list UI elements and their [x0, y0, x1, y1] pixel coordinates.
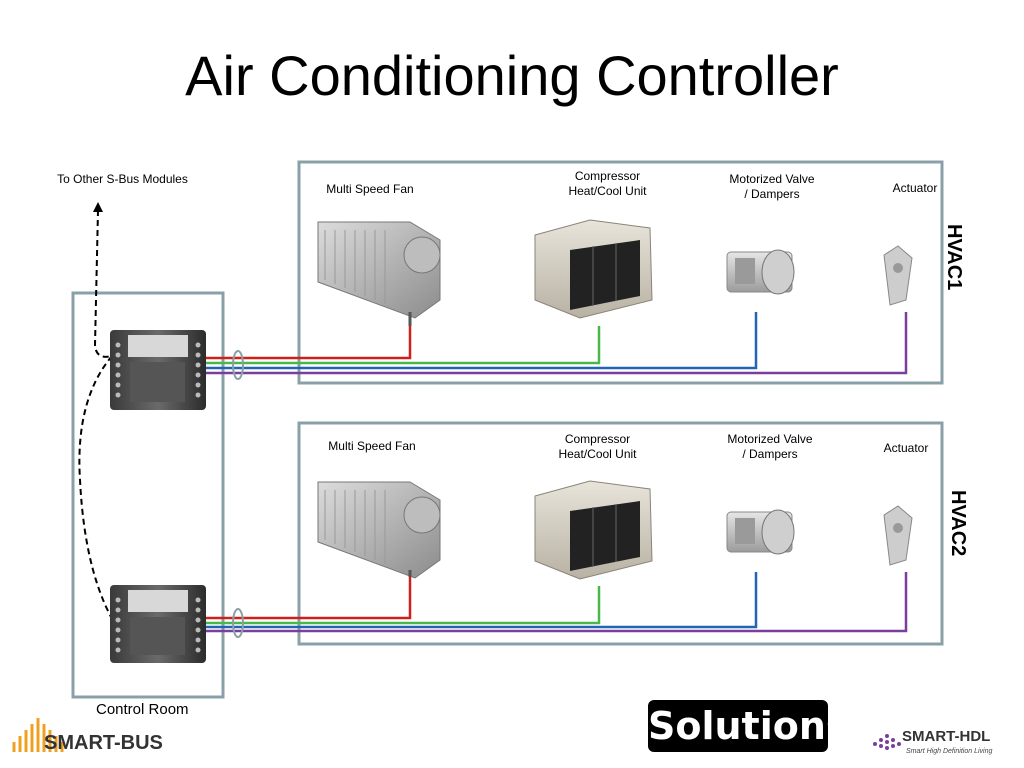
hvac2-actuator-label: Actuator	[883, 441, 929, 455]
hvac2-frame	[297, 421, 944, 646]
hvac1-label: HVAC1	[943, 224, 965, 291]
smart-bus-logo-text: SMART-BUS	[44, 732, 163, 754]
control-room-label: Control Room	[96, 701, 189, 718]
hvac1-fan-label: Multi Speed Fan	[326, 182, 414, 196]
hvac2-label: HVAC2	[947, 490, 969, 557]
smart-bus-logo: SMART-BUS	[8, 708, 198, 758]
valve-unit-1	[726, 249, 795, 295]
sbus-dashed-line	[78, 209, 128, 633]
page-title: Air Conditioning Controller	[185, 44, 839, 107]
smart-bus-logo-icon	[12, 718, 64, 752]
hvac1-actuator-label: Actuator	[892, 181, 938, 195]
smart-hdl-logo-text: SMART-HDL	[902, 728, 991, 745]
fan-unit-2	[317, 481, 441, 579]
actuator-unit-2	[883, 505, 913, 566]
hvac1-wires	[206, 312, 908, 380]
control-room-frame	[71, 291, 225, 699]
controller-module-2	[110, 585, 206, 663]
solutions-badge: Solutions	[648, 700, 849, 752]
actuator-unit-1	[883, 245, 913, 306]
controller-module-1	[110, 330, 206, 410]
compressor-unit-1	[534, 219, 653, 319]
smart-hdl-logo: SMART-HDL Smart High Definition Living	[872, 724, 1020, 764]
hvac2-wires	[206, 572, 908, 638]
sbus-label: To Other S-Bus Modules	[57, 172, 188, 186]
hvac1-frame	[297, 160, 944, 385]
hvac2-valve-label: Motorized Valve/ Dampers	[727, 432, 813, 461]
valve-unit-2	[726, 509, 795, 555]
sbus-arrow-icon	[93, 202, 103, 212]
hvac1-valve-label: Motorized Valve/ Dampers	[729, 172, 815, 201]
smart-hdl-dots-icon	[873, 734, 901, 750]
cable-clamp	[232, 350, 244, 380]
fan-unit-1	[317, 221, 441, 326]
hvac2-fan-label: Multi Speed Fan	[328, 439, 416, 453]
compressor-unit-2	[534, 480, 653, 580]
smart-hdl-tagline: Smart High Definition Living	[906, 748, 993, 755]
cable-clamp	[232, 608, 244, 638]
